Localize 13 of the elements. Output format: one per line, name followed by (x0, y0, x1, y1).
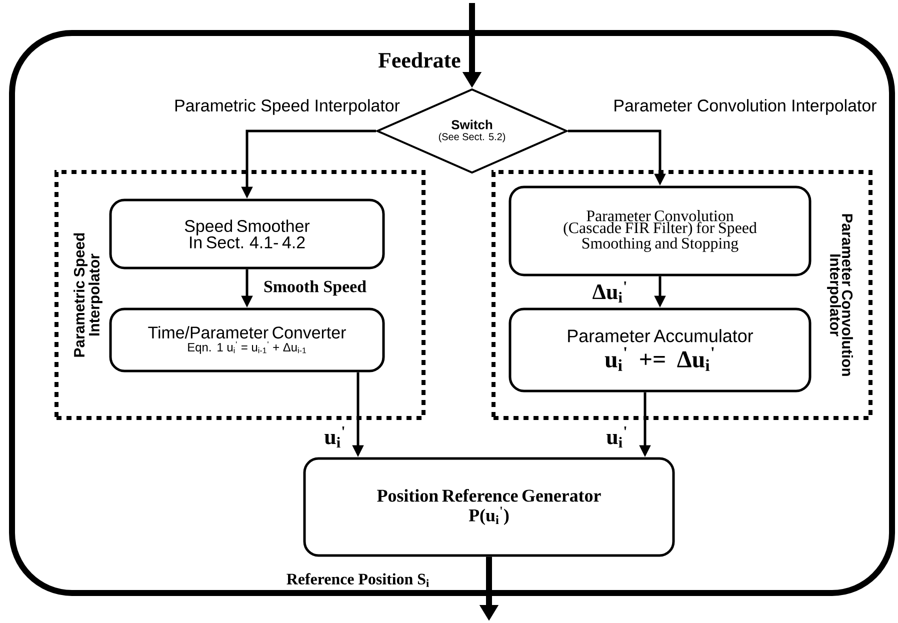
process-box: Speed Smoother In Sect. 4.1- 4.2 (109, 198, 385, 270)
process-box: Parameter Convolution (Cascade FIR Filter) for Speed Smoothing and Stopping (508, 186, 812, 276)
edge-label: Feedrate (377, 51, 462, 69)
edge-label: u$_{i}$' (605, 425, 629, 449)
process-box: Position Reference Generator P(u$_{i}$$^{'}$) (303, 457, 675, 557)
edge-label: Reference Position S$_{i}$ (285, 572, 431, 588)
process-box: Parameter Accumulator u$_{i}$$^{'}$ += Δu$_{i}$' (508, 308, 812, 392)
edge-label: Δu$_{i}$' (591, 280, 629, 304)
system-frame (9, 30, 895, 596)
edge-label: Parameter Convolution Interpolator (612, 98, 878, 116)
process-box: Time/Parameter Converter Eqn. 1 u$_{i}$$^{'}$ = u$_{i-1}$$^{'}$ + Δu$_{i-1}$ (109, 308, 385, 372)
edge-label: Smooth Speed (262, 279, 368, 297)
edge-label: u$_{i}$' (323, 425, 347, 449)
